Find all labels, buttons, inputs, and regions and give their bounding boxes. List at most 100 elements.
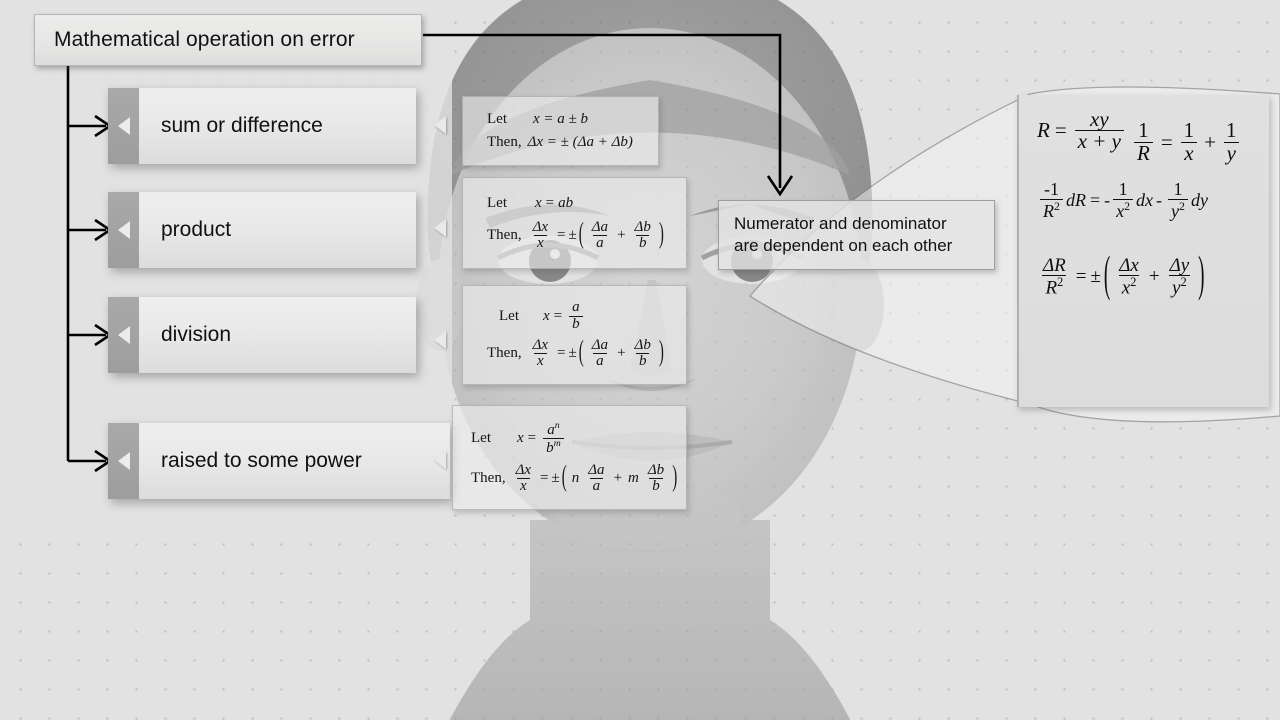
formula-then-label: Then, bbox=[487, 345, 522, 362]
left-paren: ( bbox=[578, 218, 584, 251]
equation-differential: -1 R2 dR = - 1 x2 dx - 1 y2 dy bbox=[1037, 180, 1208, 220]
fraction-denominator: R2 bbox=[1040, 198, 1063, 220]
formula-marker-icon bbox=[434, 219, 446, 237]
exponent-2: 2 bbox=[1054, 198, 1060, 213]
formula-eq: = bbox=[540, 469, 549, 486]
symbol-equals: = bbox=[1054, 118, 1067, 143]
page-title-box: Mathematical operation on error bbox=[34, 14, 422, 66]
fraction-numerator: ΔR bbox=[1043, 254, 1066, 276]
fraction-numerator: Δb bbox=[634, 337, 651, 353]
exponent-n: n bbox=[554, 419, 560, 431]
symbol-equals: = bbox=[1075, 265, 1087, 287]
formula-eq: = bbox=[527, 430, 537, 447]
exponent-2: 2 bbox=[1130, 275, 1137, 290]
operation-box-product[interactable]: product bbox=[108, 192, 416, 268]
formula-plus: + bbox=[617, 227, 626, 243]
symbol-y: y bbox=[1172, 277, 1181, 299]
formula-marker-icon bbox=[434, 451, 446, 469]
exponent-2: 2 bbox=[1179, 198, 1185, 213]
operation-box-body: raised to some power bbox=[139, 423, 450, 499]
fraction-xy-over-x-plus-y: xy x + y bbox=[1074, 107, 1124, 153]
formula-pm: ± bbox=[568, 227, 577, 243]
symbol-x: x bbox=[1116, 200, 1125, 221]
fraction-denominator: R2 bbox=[1042, 275, 1067, 298]
formula-let-rhs: ab bbox=[558, 194, 574, 211]
fraction-numerator: 1 bbox=[1183, 118, 1195, 143]
fraction-denominator: x bbox=[533, 353, 547, 369]
symbol-minus: - bbox=[1156, 189, 1163, 210]
symbol-equals: = bbox=[1160, 129, 1173, 154]
symbol-minus: - bbox=[1104, 189, 1111, 210]
operation-label: sum or difference bbox=[161, 114, 323, 137]
fraction-denominator: y bbox=[1223, 141, 1239, 164]
left-paren: ( bbox=[1103, 248, 1111, 303]
operation-box-body: product bbox=[139, 192, 416, 268]
right-paren: ) bbox=[658, 218, 664, 251]
fraction-numerator: 1 bbox=[1226, 118, 1237, 143]
symbol-dy: dy bbox=[1190, 189, 1208, 210]
operation-label: division bbox=[161, 323, 232, 346]
fraction-numerator: 1 bbox=[1138, 118, 1149, 143]
fraction-numerator: Δx bbox=[532, 337, 549, 353]
fraction-numerator: Δa bbox=[591, 337, 609, 353]
fraction-numerator: Δx bbox=[1119, 254, 1139, 276]
operation-box-sum-or-difference[interactable]: sum or difference bbox=[108, 88, 416, 164]
formula-box-raised-to-some-power: Let x = an bm Then, Δx x = ± ( n Δa a bbox=[452, 405, 687, 510]
formula-box-division: Let x = a b Then, Δx x = ± ( Δa a + bbox=[462, 285, 687, 385]
callout-box-numerator-denominator: Numerator and denominator are dependent … bbox=[718, 200, 995, 270]
operation-box-body: sum or difference bbox=[139, 88, 416, 164]
symbol-plus-minus: ± bbox=[1090, 265, 1101, 287]
left-triangle-icon bbox=[117, 452, 130, 470]
fraction-one-over-R: 1 R bbox=[1133, 118, 1153, 164]
formula-marker-icon bbox=[434, 331, 446, 349]
exponent-m: m bbox=[553, 438, 561, 450]
fraction-one-over-y-squared: 1 y2 bbox=[1168, 180, 1188, 220]
fraction-numerator: 1 bbox=[1118, 179, 1128, 200]
fraction-denominator: bm bbox=[543, 438, 564, 456]
operation-box-tab bbox=[108, 297, 139, 373]
formula-then-expression: Δx = ± (Δa + Δb) bbox=[527, 134, 633, 150]
fraction-denominator: x bbox=[516, 477, 530, 494]
fraction-denominator: b bbox=[569, 315, 583, 332]
base-a: a bbox=[547, 421, 555, 438]
result-formula-panel: R = xy x + y 1 R = 1 x + 1 y -1 R2 dR = … bbox=[1017, 95, 1269, 407]
right-paren: ) bbox=[1198, 248, 1205, 303]
fraction-numerator: 1 bbox=[1173, 179, 1183, 200]
formula-eq: = bbox=[545, 194, 555, 211]
fraction-numerator: xy bbox=[1090, 107, 1109, 131]
formula-plus: + bbox=[617, 345, 626, 362]
fraction-denominator: x2 bbox=[1118, 275, 1140, 299]
formula-box-product: Let x = ab Then, Δx x = ± ( Δa a + Δb b bbox=[462, 177, 687, 269]
fraction-deltay-over-y-squared: Δy y2 bbox=[1167, 256, 1193, 298]
formula-let-label: Let bbox=[487, 194, 507, 211]
fraction-numerator: -1 bbox=[1043, 179, 1059, 200]
operation-box-division[interactable]: division bbox=[108, 297, 416, 373]
formula-then-label: Then, bbox=[487, 227, 522, 243]
right-paren: ) bbox=[658, 336, 664, 369]
operation-box-raised-to-some-power[interactable]: raised to some power bbox=[108, 423, 450, 499]
operation-box-body: division bbox=[139, 297, 416, 373]
equation-error-result: ΔR R2 = ± ( Δx x2 + Δy y2 ) bbox=[1037, 248, 1207, 303]
formula-let-label: Let bbox=[499, 307, 519, 324]
symbol-x: x bbox=[1121, 277, 1131, 299]
formula-marker-icon bbox=[434, 116, 446, 134]
fraction-dx-over-x: Δx x bbox=[530, 219, 551, 252]
fraction-minus-one-over-R-squared: -1 R2 bbox=[1040, 180, 1063, 220]
right-paren: ) bbox=[672, 461, 678, 494]
operation-box-tab bbox=[108, 88, 139, 164]
fraction-denominator: a bbox=[593, 353, 607, 369]
fraction-one-over-x-squared: 1 x2 bbox=[1113, 179, 1134, 221]
formula-then-label: Then, bbox=[471, 469, 506, 486]
fraction-numerator: Δa bbox=[588, 461, 605, 478]
fraction-da-over-a: Δa a bbox=[585, 461, 607, 495]
formula-let-label: Let bbox=[487, 111, 507, 127]
base-b: b bbox=[546, 440, 554, 457]
exponent-2: 2 bbox=[1057, 275, 1064, 290]
fraction-deltaR-over-R-squared: ΔR R2 bbox=[1040, 256, 1069, 298]
operation-box-tab bbox=[108, 192, 139, 268]
fraction-denominator: b bbox=[649, 477, 663, 494]
fraction-da-over-a: Δa a bbox=[589, 337, 611, 370]
formula-let-var: x bbox=[535, 194, 542, 211]
symbol-equals: = bbox=[1089, 189, 1101, 210]
fraction-numerator: a bbox=[572, 299, 580, 316]
